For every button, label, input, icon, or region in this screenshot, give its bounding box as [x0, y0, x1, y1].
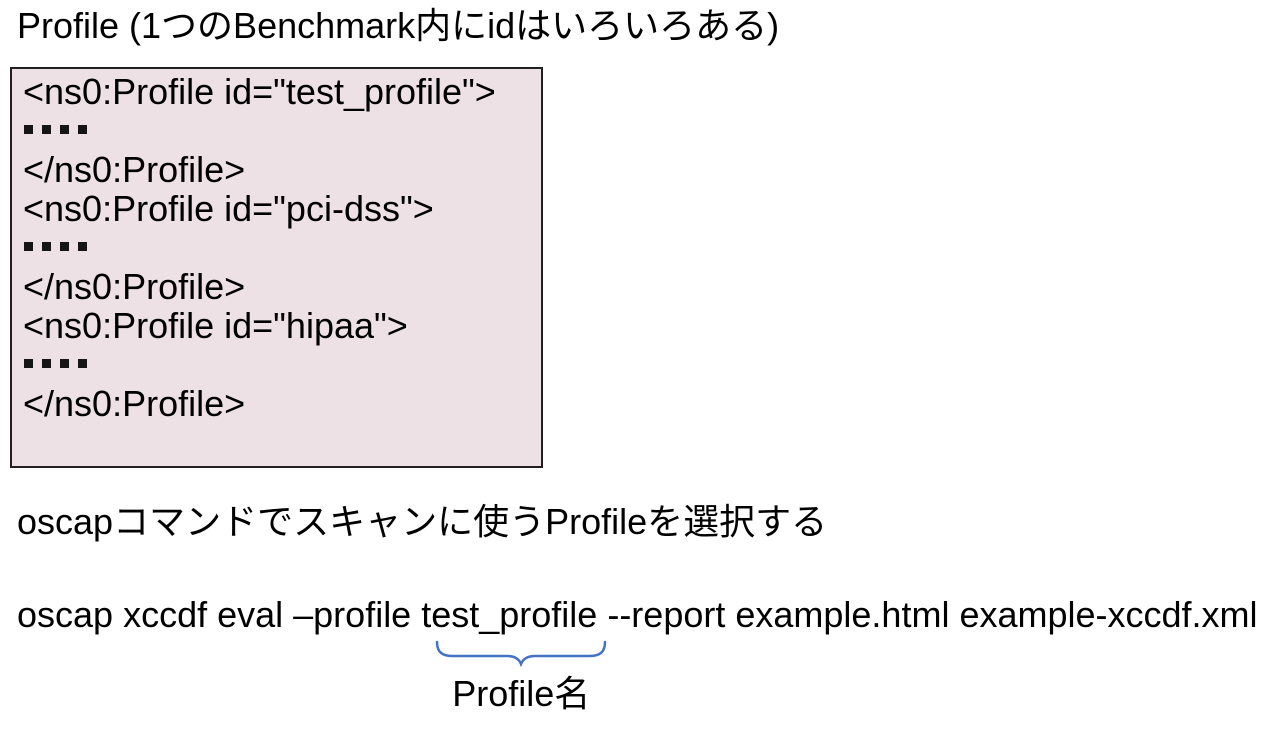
dot-square: [42, 359, 51, 368]
xml-code-line: <ns0:Profile id="pci-dss">: [23, 188, 434, 229]
omitted-content-dots: [23, 228, 541, 267]
xml-profile-codebox: <ns0:Profile id="test_profile"> </ns0:Pro…: [10, 67, 543, 468]
dot-square: [78, 359, 87, 368]
description-text: oscapコマンドでスキャンに使うProfileを選択する: [17, 501, 828, 542]
profile-name-text: test_profile: [421, 594, 598, 635]
dot-square: [78, 125, 87, 134]
dot-square: [24, 359, 33, 368]
xml-code-line: </ns0:Profile>: [23, 266, 246, 307]
omitted-content-dots: [23, 345, 541, 384]
xml-code-line: </ns0:Profile>: [23, 149, 246, 190]
command-suffix: --report example.html example-xccdf.xml: [597, 594, 1258, 635]
underbrace-annotation-icon: [436, 640, 607, 667]
page-title: Profile (1つのBenchmark内にidはいろいろある): [17, 5, 780, 46]
dot-square: [42, 125, 51, 134]
underbrace-path: [436, 640, 607, 667]
xml-code-line: </ns0:Profile>: [23, 383, 246, 424]
xml-code-line: <ns0:Profile id="hipaa">: [23, 305, 408, 346]
dot-square: [60, 359, 69, 368]
xml-code-line: <ns0:Profile id="test_profile">: [23, 71, 496, 112]
omitted-content-dots: [23, 111, 541, 150]
dot-square: [60, 242, 69, 251]
dot-square: [24, 125, 33, 134]
dot-square: [42, 242, 51, 251]
dot-square: [78, 242, 87, 251]
dot-square: [24, 242, 33, 251]
dot-square: [60, 125, 69, 134]
profile-name-label: Profile名: [452, 673, 591, 714]
command-prefix: oscap xccdf eval –profile: [17, 594, 422, 635]
